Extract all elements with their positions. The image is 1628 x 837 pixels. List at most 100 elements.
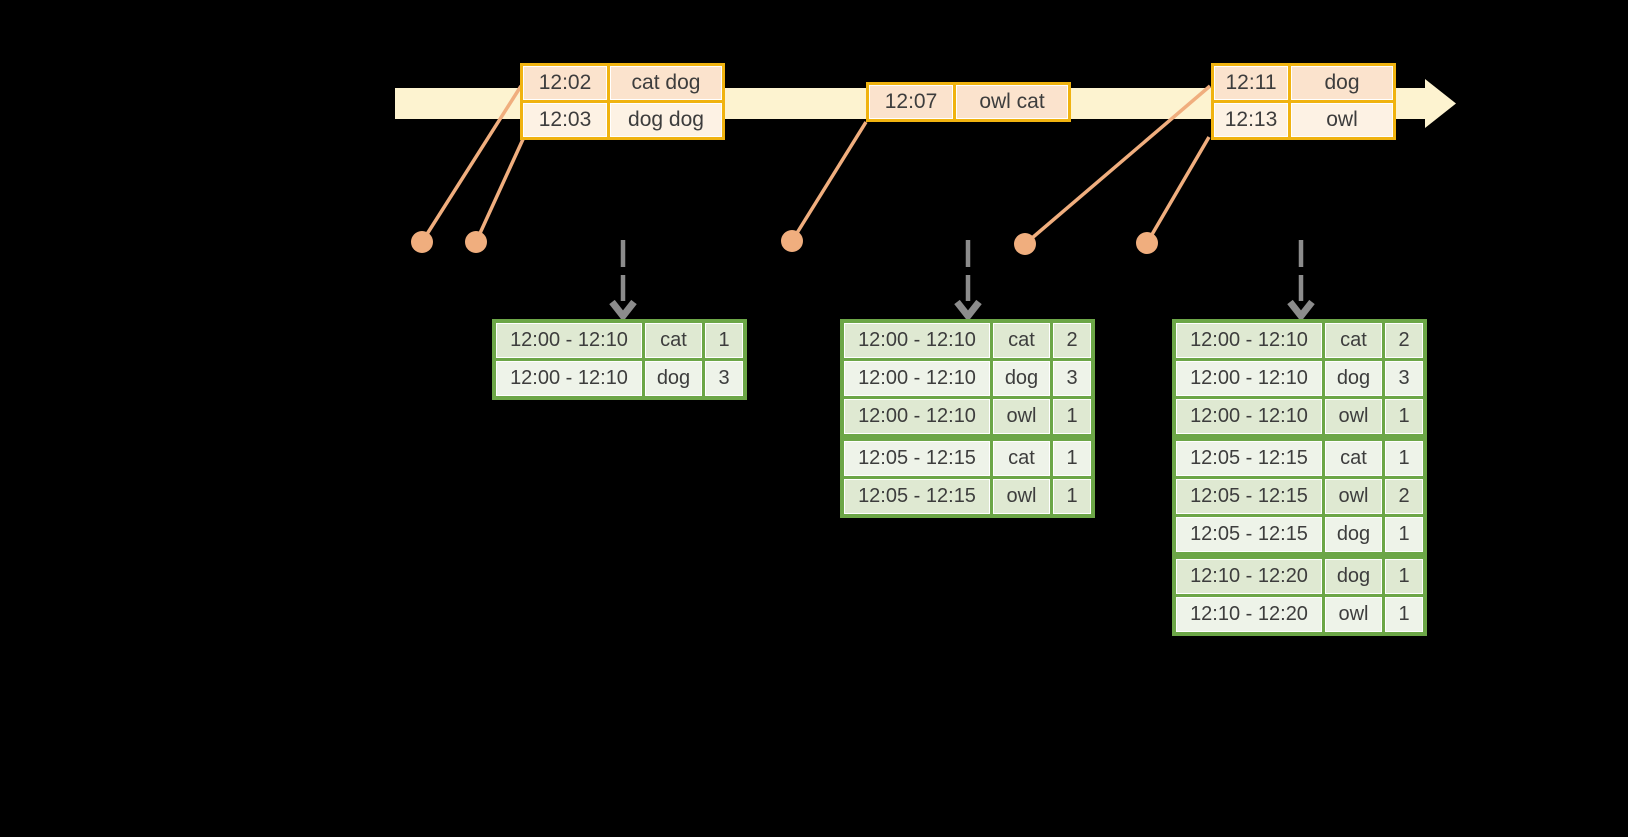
event-connector-line-5 xyxy=(1145,136,1211,244)
table-cell-count: 1 xyxy=(1053,479,1091,514)
arrowhead-chevron-icon xyxy=(1287,299,1315,322)
event-dot-4 xyxy=(1014,233,1036,255)
table-cell-words: cat dog xyxy=(610,66,722,100)
table-cell-time: 12:11 xyxy=(1214,66,1288,100)
table-cell-word: owl xyxy=(1325,597,1382,632)
event-dot-3 xyxy=(781,230,803,252)
event-dot-1 xyxy=(411,231,433,253)
trigger-arrow-1 xyxy=(609,240,637,322)
table-cell-count: 1 xyxy=(1385,559,1423,594)
event-connector-lines xyxy=(420,84,1212,246)
table-cell-time: 12:02 xyxy=(523,66,607,100)
table-cell-count: 2 xyxy=(1385,479,1423,514)
event-connector-line-1 xyxy=(420,85,523,243)
table-cell-window: 12:05 - 12:15 xyxy=(1176,479,1322,514)
table-cell-count: 3 xyxy=(705,361,743,396)
table-cell-window: 12:00 - 12:10 xyxy=(844,399,990,434)
table-cell-count: 1 xyxy=(1053,399,1091,434)
table-cell-word: cat xyxy=(1325,441,1382,476)
event-dot-5 xyxy=(1136,232,1158,254)
table-cell-word: cat xyxy=(1325,323,1382,358)
table-cell-count: 3 xyxy=(1053,361,1091,396)
table-cell-time: 12:13 xyxy=(1214,103,1288,137)
table-cell-words: dog xyxy=(1291,66,1393,100)
table-cell-window: 12:00 - 12:10 xyxy=(1176,323,1322,358)
table-cell-window: 12:00 - 12:10 xyxy=(496,361,642,396)
event-connector-line-2 xyxy=(474,136,526,243)
event-dot-2 xyxy=(465,231,487,253)
table-cell-word: owl xyxy=(993,399,1050,434)
table-cell-words: owl xyxy=(1291,103,1393,137)
table-cell-word: owl xyxy=(1325,479,1382,514)
event-dots xyxy=(411,230,1158,255)
table-cell-window: 12:05 - 12:15 xyxy=(1176,517,1322,552)
table-cell-count: 1 xyxy=(1385,517,1423,552)
table-cell-word: cat xyxy=(645,323,702,358)
table-cell-window: 12:10 - 12:20 xyxy=(1176,597,1322,632)
table-cell-time: 12:03 xyxy=(523,103,607,137)
arrowhead-chevron-icon xyxy=(954,299,982,322)
table-cell-word: dog xyxy=(1325,517,1382,552)
table-cell-words: dog dog xyxy=(610,103,722,137)
table-cell-window: 12:00 - 12:10 xyxy=(1176,361,1322,396)
table-cell-window: 12:00 - 12:10 xyxy=(1176,399,1322,434)
table-cell-count: 2 xyxy=(1053,323,1091,358)
table-cell-window: 12:05 - 12:15 xyxy=(844,479,990,514)
timeline-arrowhead-icon xyxy=(1425,79,1456,128)
event-connector-line-4 xyxy=(1023,84,1212,246)
table-cell-window: 12:05 - 12:15 xyxy=(844,441,990,476)
table-cell-window: 12:10 - 12:20 xyxy=(1176,559,1322,594)
arrowhead-chevron-icon xyxy=(609,299,637,322)
table-cell-count: 3 xyxy=(1385,361,1423,396)
table-cell-count: 1 xyxy=(1053,441,1091,476)
table-cell-time: 12:07 xyxy=(869,85,953,119)
table-cell-word: dog xyxy=(1325,361,1382,396)
table-cell-count: 1 xyxy=(1385,399,1423,434)
table-cell-word: cat xyxy=(993,441,1050,476)
table-cell-count: 1 xyxy=(1385,441,1423,476)
table-cell-word: cat xyxy=(993,323,1050,358)
table-cell-word: dog xyxy=(993,361,1050,396)
table-cell-word: dog xyxy=(1325,559,1382,594)
table-cell-word: dog xyxy=(645,361,702,396)
table-cell-count: 1 xyxy=(705,323,743,358)
table-cell-window: 12:00 - 12:10 xyxy=(844,323,990,358)
table-cell-word: owl xyxy=(1325,399,1382,434)
trigger-arrow-2 xyxy=(954,240,982,322)
trigger-arrow-3 xyxy=(1287,240,1315,322)
table-cell-window: 12:00 - 12:10 xyxy=(496,323,642,358)
event-connector-line-3 xyxy=(790,121,868,242)
table-cell-count: 2 xyxy=(1385,323,1423,358)
table-cell-words: owl cat xyxy=(956,85,1068,119)
table-cell-word: owl xyxy=(993,479,1050,514)
table-cell-count: 1 xyxy=(1385,597,1423,632)
table-cell-window: 12:05 - 12:15 xyxy=(1176,441,1322,476)
